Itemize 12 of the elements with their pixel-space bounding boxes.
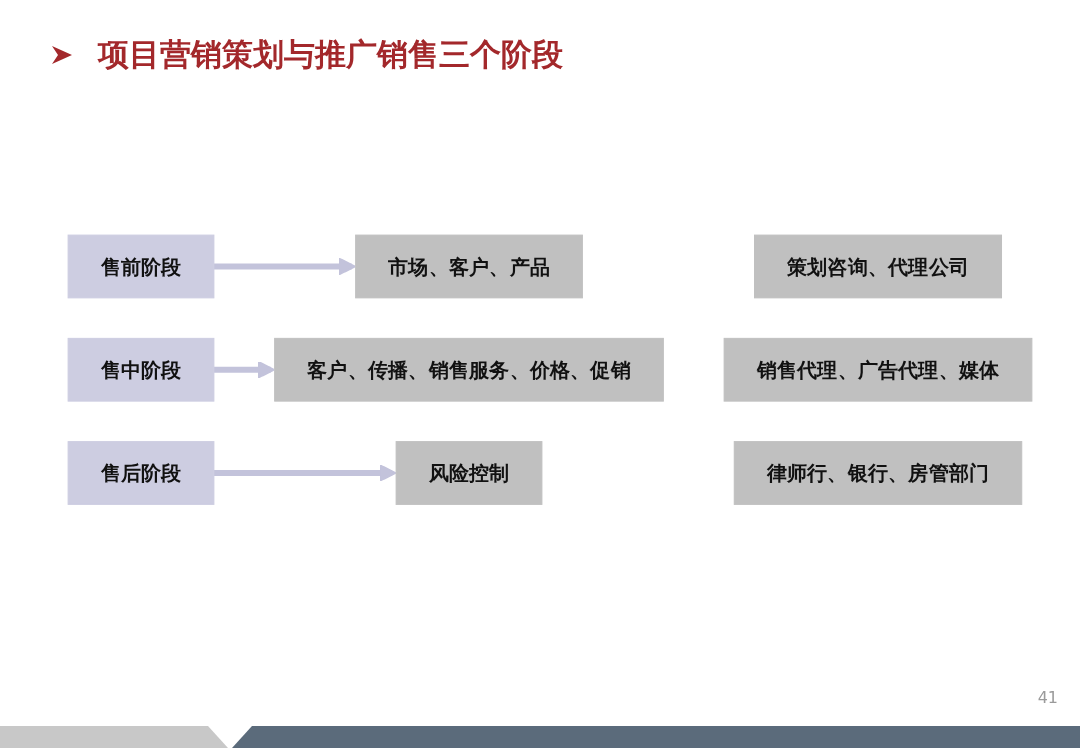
slide-title: 项目营销策划与推广销售三个阶段 bbox=[98, 35, 563, 74]
node-box: 客户、传播、销售服务、价格、促销 bbox=[274, 338, 664, 402]
node-box: 售中阶段 bbox=[67, 338, 215, 402]
node-box: 策划咨询、代理公司 bbox=[754, 234, 1002, 299]
page-number: 41 bbox=[1037, 688, 1058, 707]
arrow bbox=[213, 464, 397, 483]
node-box: 风险控制 bbox=[395, 441, 543, 506]
node-box: 售后阶段 bbox=[67, 441, 215, 506]
node-box: 律师行、银行、房管部门 bbox=[733, 441, 1023, 506]
node-box: 销售代理、广告代理、媒体 bbox=[723, 338, 1033, 402]
node-box: 市场、客户、产品 bbox=[355, 234, 583, 299]
node-box: 售前阶段 bbox=[67, 234, 215, 299]
